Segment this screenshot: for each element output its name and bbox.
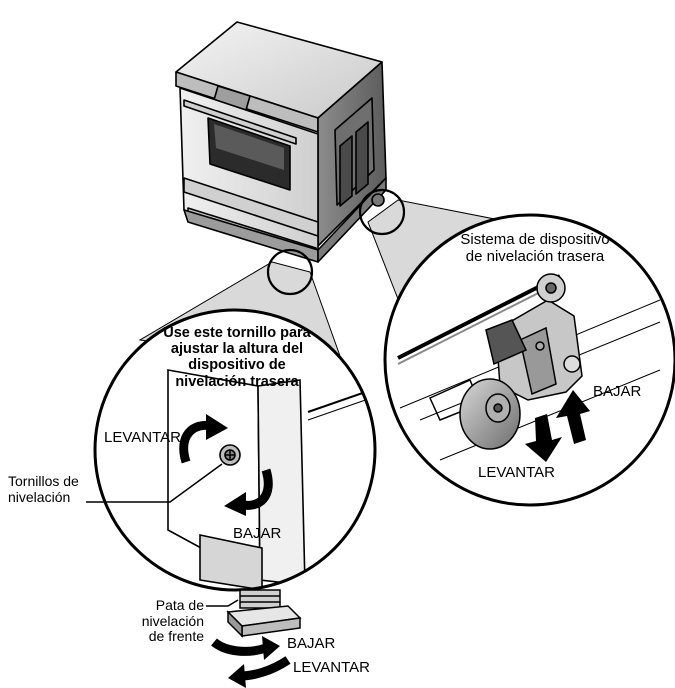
rear-lower-arrow — [525, 414, 562, 462]
rear-lower-label: BAJAR — [593, 383, 642, 400]
front-leg-label: Pata de nivelación de frente — [141, 597, 204, 645]
front-corner-marker — [266, 248, 314, 296]
rear-raise-arrow — [556, 390, 590, 444]
front-lower-arrow — [211, 638, 268, 656]
rear-raise-label: LEVANTAR — [478, 464, 555, 481]
front-leveling-leg — [226, 589, 302, 638]
rear-leveling-detail — [383, 213, 675, 507]
left-detail-raise-label: LEVANTAR — [104, 429, 181, 446]
front-lower-label: BAJAR — [287, 635, 336, 652]
lower-arrowhead — [224, 492, 246, 516]
leveling-screws-leader — [86, 463, 223, 503]
range-appliance — [175, 21, 387, 263]
front-raise-arrow — [239, 656, 291, 681]
left-detail-lower-label: BAJAR — [233, 525, 282, 542]
screw-instruction: Use este tornillo para ajustar la altura… — [163, 325, 311, 390]
front-leveling-detail — [93, 308, 377, 592]
front-raise-label: LEVANTAR — [293, 659, 370, 676]
front-raise-arrowhead — [228, 664, 246, 688]
rear-system-title: Sistema de dispositivo de nivelación tra… — [460, 231, 610, 265]
front-lower-arrowhead — [262, 636, 280, 660]
raise-arrowhead — [206, 414, 228, 440]
leveling-screws-label: Tornillos de nivelación — [8, 473, 79, 505]
front-leg-leader — [206, 599, 239, 607]
rear-corner-marker — [358, 188, 406, 236]
